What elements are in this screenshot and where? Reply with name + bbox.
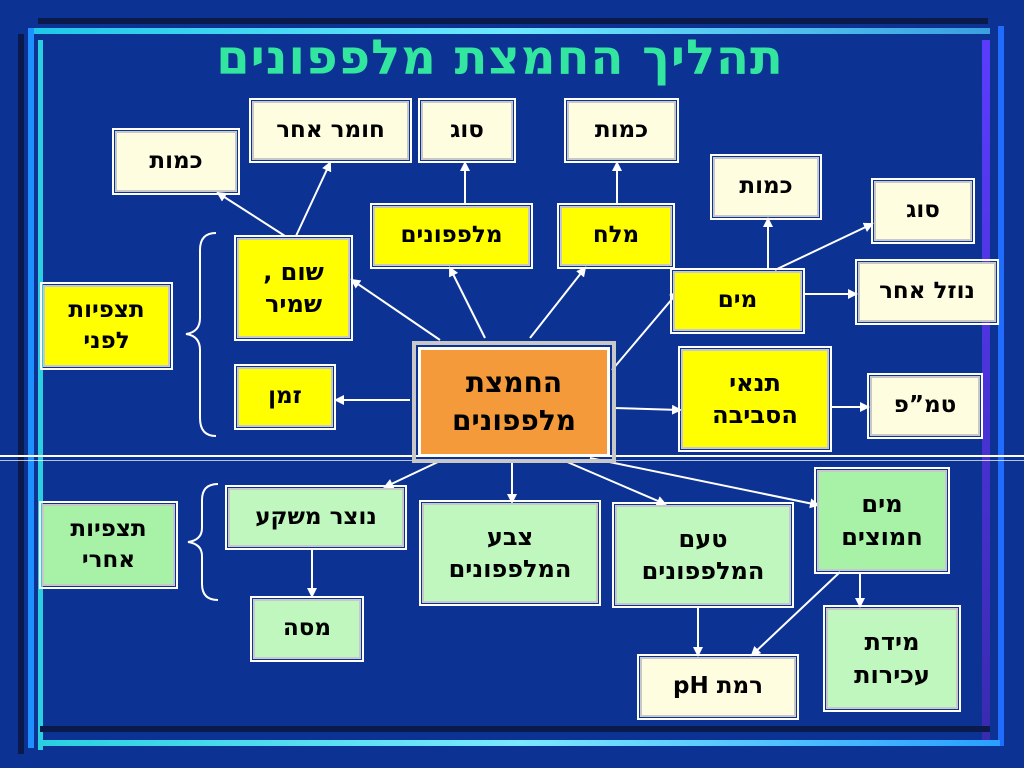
salt-amount-node: כמות	[564, 98, 679, 163]
arrow-water-type	[774, 222, 874, 271]
liquid-node: נוצר משקע	[225, 485, 407, 550]
water-amount-node: כמות	[710, 154, 822, 220]
frame-left-blue	[28, 28, 34, 748]
arrow-center-water	[611, 290, 680, 371]
frame-left-cyan	[38, 40, 43, 750]
center-node: החמצת מלפפונים	[412, 341, 616, 463]
water-type-node: סוג	[871, 178, 975, 244]
frame-top-dark	[38, 18, 988, 24]
mass-node: מסה	[250, 596, 364, 662]
frame-bottom-cyan	[40, 740, 1000, 746]
garlic-amount-node: כמות	[112, 128, 240, 195]
temperature-node: טמ”פ	[867, 373, 983, 439]
frame-left-dark	[18, 34, 24, 754]
arrow-center-liquid	[383, 460, 441, 489]
arrow-garlic-amount	[216, 191, 286, 237]
page-title: תהליך החמצת מלפפונים	[216, 30, 784, 86]
water-other-node: נוזל אחר	[855, 259, 999, 325]
water-node: מים	[670, 268, 805, 334]
environment-node: תנאי הסביבה	[678, 346, 832, 452]
frame-top-cyan	[30, 28, 990, 34]
turbidity-node: מידת עכירות	[823, 605, 961, 712]
arrow-center-environment	[613, 404, 682, 415]
garlic-other-node: חומר אחר	[249, 98, 412, 163]
arrow-center-garlic	[350, 278, 441, 341]
brace-before	[185, 232, 217, 437]
arrow-center-sourwater	[589, 457, 820, 509]
sour-water-node: מים חמוצים	[814, 467, 950, 574]
arrow-center-taste	[564, 460, 667, 506]
brace-after	[187, 483, 219, 601]
arrow-center-cucumbers	[449, 266, 486, 339]
time-node: זמן	[234, 364, 336, 430]
ph-node: רמת pH	[637, 654, 799, 720]
salt-node: מלח	[557, 203, 675, 269]
color-node: צבע המלפפונים	[419, 500, 601, 606]
frame-right-purple	[982, 40, 990, 740]
after-label: תצפיות אחרי	[39, 501, 178, 589]
before-label: תצפיות לפני	[40, 282, 173, 370]
arrow-sourwater-ph	[750, 571, 841, 657]
taste-node: טעם המלפפונים	[612, 502, 794, 608]
cucumbers-node: מלפפונים	[370, 203, 533, 269]
arrow-garlic-other	[295, 161, 332, 237]
separator-line-2	[0, 460, 1024, 461]
cucumbers-type-node: סוג	[418, 98, 516, 163]
frame-right-blue	[998, 26, 1004, 746]
garlic-node: שום , שמיר	[234, 235, 353, 341]
arrow-center-salt	[529, 266, 587, 339]
frame-bottom-dark	[40, 726, 990, 732]
